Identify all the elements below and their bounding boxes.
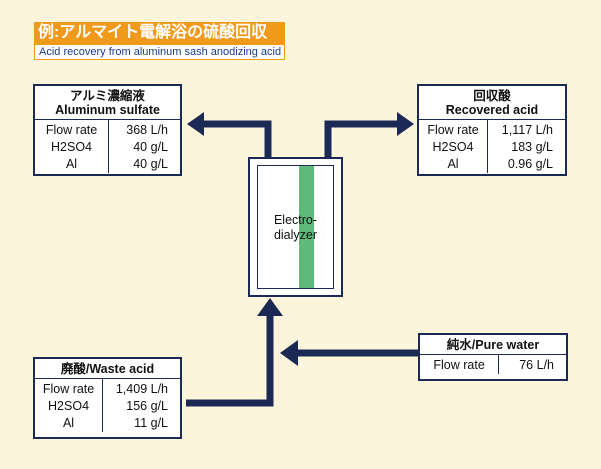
- row-value: 368 L/h: [126, 123, 168, 137]
- arrow-to-recovered-acid: [324, 120, 400, 157]
- table-row: H2SO4 40 g/L: [35, 139, 180, 156]
- table-row: Al 0.96 g/L: [419, 156, 565, 173]
- row-label: Flow rate: [420, 355, 500, 374]
- row-label: H2SO4: [419, 139, 489, 156]
- arrowhead-right: [397, 112, 414, 136]
- waste-acid-table: Flow rate 1,409 L/h H2SO4 156 g/L Al 11 …: [35, 379, 180, 432]
- row-value: 11 g/L: [134, 416, 168, 430]
- diagram-subtitle: Acid recovery from aluminum sash anodizi…: [34, 44, 285, 60]
- recovered-acid-heading-jp: 回収酸: [473, 89, 511, 103]
- arrow-from-waste-acid: [186, 314, 274, 407]
- row-value: 76 L/h: [519, 358, 554, 372]
- row-value: 40 g/L: [133, 140, 168, 154]
- recovered-acid-heading: 回収酸 Recovered acid: [419, 86, 565, 120]
- diagram-title: 例:アルマイト電解浴の硫酸回収: [34, 22, 285, 44]
- row-value: 1,409 L/h: [115, 382, 168, 396]
- table-row: Flow rate 1,409 L/h: [35, 379, 180, 398]
- row-label: H2SO4: [35, 139, 110, 156]
- aluminum-sulfate-box: アルミ濃縮液 Aluminum sulfate Flow rate 368 L/…: [33, 84, 182, 176]
- aluminum-sulfate-table: Flow rate 368 L/h H2SO4 40 g/L Al 40 g/L: [35, 120, 180, 173]
- row-label: Flow rate: [35, 379, 104, 398]
- row-label: Al: [35, 156, 110, 173]
- pure-water-table: Flow rate 76 L/h: [420, 355, 566, 374]
- recovered-acid-table: Flow rate 1,117 L/h H2SO4 183 g/L Al 0.9…: [419, 120, 565, 173]
- row-label: Flow rate: [419, 120, 489, 139]
- row-value: 0.96 g/L: [507, 157, 553, 171]
- arrowhead-pure-water: [280, 340, 298, 366]
- table-row: Al 11 g/L: [35, 415, 180, 432]
- row-label: Flow rate: [35, 120, 110, 139]
- electrodialyzer-label: Electro- dialyzer: [250, 213, 341, 243]
- pure-water-box: 純水/Pure water Flow rate 76 L/h: [418, 333, 568, 381]
- electrodialyzer-label-line1: Electro-: [273, 213, 318, 227]
- aluminum-sulfate-heading: アルミ濃縮液 Aluminum sulfate: [35, 86, 180, 120]
- row-value: 183 g/L: [511, 140, 553, 154]
- table-row: Flow rate 368 L/h: [35, 120, 180, 139]
- arrowhead-left: [187, 112, 204, 136]
- row-value: 40 g/L: [133, 157, 168, 171]
- recovered-acid-box: 回収酸 Recovered acid Flow rate 1,117 L/h H…: [417, 84, 567, 176]
- arrowhead-up: [257, 298, 283, 316]
- table-row: H2SO4 183 g/L: [419, 139, 565, 156]
- waste-acid-box: 廃酸/Waste acid Flow rate 1,409 L/h H2SO4 …: [33, 357, 182, 439]
- row-value: 1,117 L/h: [501, 123, 553, 137]
- aluminum-sulfate-heading-en: Aluminum sulfate: [55, 103, 160, 117]
- electrodialyzer-label-line2: dialyzer: [273, 228, 318, 242]
- table-row: Flow rate 76 L/h: [420, 355, 566, 374]
- row-value: 156 g/L: [126, 399, 168, 413]
- row-label: H2SO4: [35, 398, 104, 415]
- row-label: Al: [419, 156, 489, 173]
- table-row: Flow rate 1,117 L/h: [419, 120, 565, 139]
- arrow-to-aluminum-sulfate: [200, 120, 272, 157]
- electrodialyzer: Electro- dialyzer: [248, 157, 343, 297]
- table-row: H2SO4 156 g/L: [35, 398, 180, 415]
- pure-water-heading: 純水/Pure water: [420, 335, 566, 355]
- row-label: Al: [35, 415, 104, 432]
- aluminum-sulfate-heading-jp: アルミ濃縮液: [70, 89, 145, 103]
- waste-acid-heading: 廃酸/Waste acid: [35, 359, 180, 379]
- electrodialyzer-chamber: [257, 165, 334, 289]
- recovered-acid-heading-en: Recovered acid: [445, 103, 539, 117]
- table-row: Al 40 g/L: [35, 156, 180, 173]
- membrane: [299, 166, 314, 288]
